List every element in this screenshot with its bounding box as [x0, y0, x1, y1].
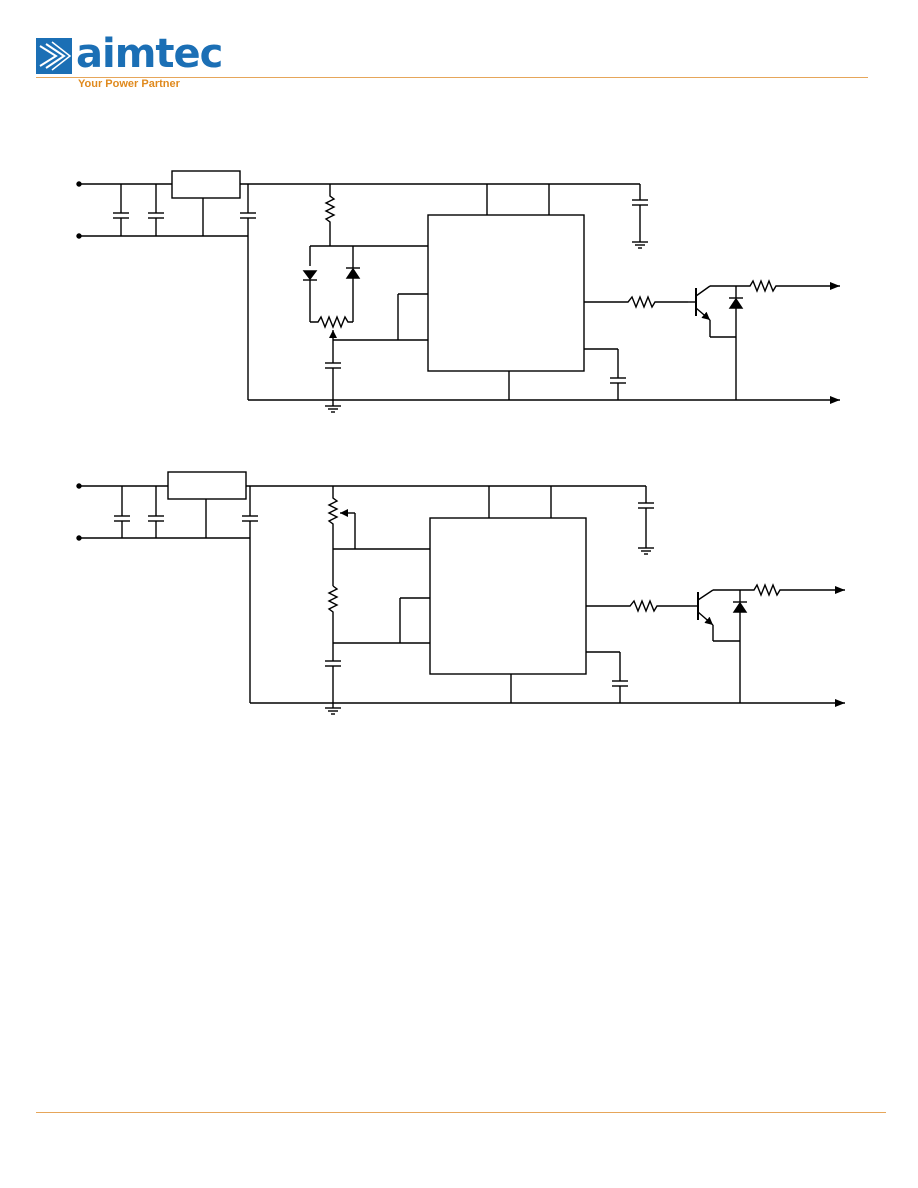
logo-mark-icon [36, 38, 72, 74]
input-capacitor-1 [113, 184, 129, 236]
header-rule [36, 77, 868, 78]
vcc-decoupling-capacitor [632, 184, 648, 249]
timer-ic-box [429, 517, 587, 675]
input-capacitor-1 [114, 486, 130, 538]
footer-rule [36, 1112, 886, 1113]
logo-tagline: Your Power Partner [78, 78, 180, 90]
vcc-decoupling-capacitor [638, 486, 654, 555]
potentiometer [310, 315, 353, 329]
company-logo: aimtec Your Power Partner [36, 32, 223, 94]
input-capacitor-2 [148, 184, 164, 236]
timing-resistor [327, 585, 339, 643]
timing-capacitor [325, 344, 341, 413]
voltage-regulator-box [167, 471, 247, 500]
regulator-output-capacitor [242, 486, 258, 703]
circuit-2 [76, 471, 845, 715]
output-transistor [688, 285, 736, 338]
output-positive-arrow [740, 583, 845, 597]
control-capacitor [586, 651, 628, 703]
timing-capacitor [325, 643, 341, 715]
flyback-diode [728, 286, 744, 400]
flyback-diode [732, 590, 748, 703]
logo-word: aimtec [76, 31, 223, 77]
timing-resistor [324, 184, 336, 246]
base-resistor [584, 295, 688, 309]
output-positive-arrow [736, 279, 840, 293]
diode-left [302, 246, 318, 322]
voltage-regulator-box [171, 170, 241, 199]
trim-potentiometer [327, 486, 339, 586]
output-transistor [690, 589, 740, 642]
timer-ic-box [427, 214, 585, 372]
input-capacitor-2 [148, 486, 164, 538]
diode-right [345, 246, 361, 322]
control-capacitor [584, 348, 626, 400]
regulator-output-capacitor [240, 184, 256, 400]
base-resistor [586, 599, 690, 613]
circuit-1 [76, 170, 840, 413]
